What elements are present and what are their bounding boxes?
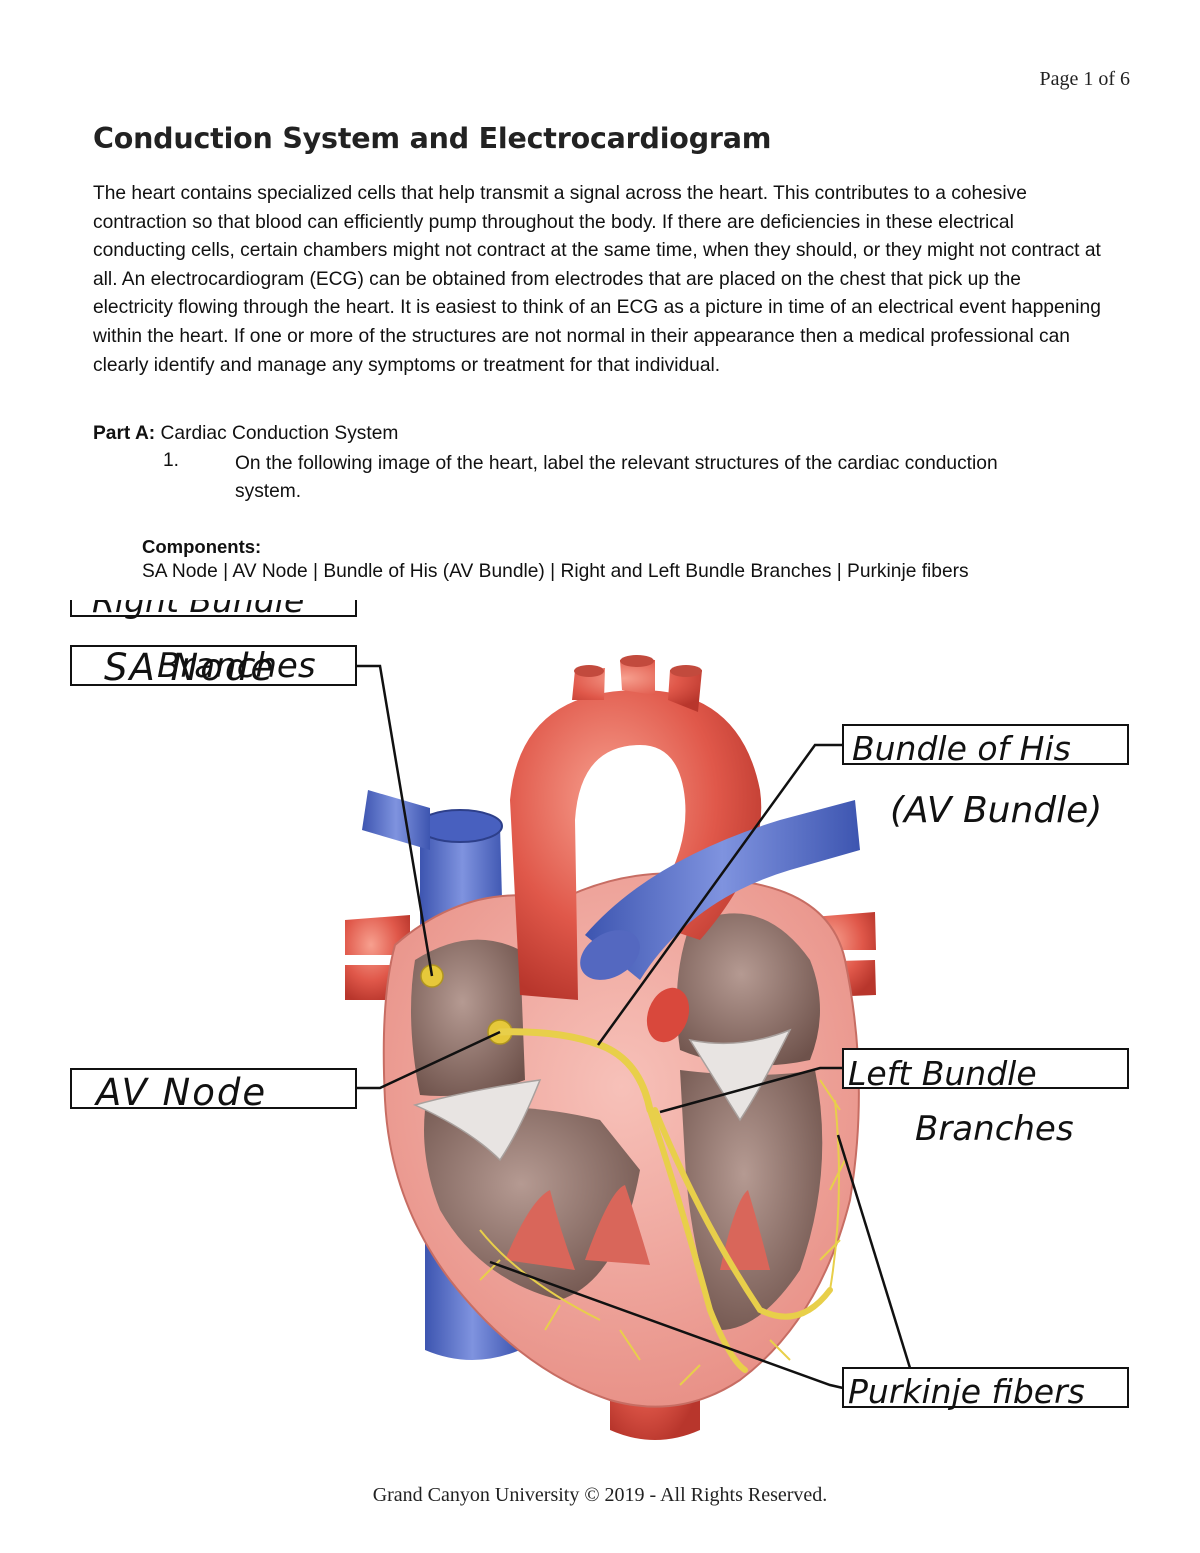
aortic-branch-opening-3 — [670, 665, 702, 677]
part-a-title: Cardiac Conduction System — [161, 423, 399, 444]
intro-paragraph: The heart contains specialized cells tha… — [93, 180, 1103, 380]
question-number: 1. — [163, 450, 179, 472]
bundle-of-his-label-line1: Bundle of His — [852, 729, 1071, 768]
components-heading: Components: — [142, 536, 261, 558]
components-list: SA Node | AV Node | Bundle of His (AV Bu… — [142, 561, 969, 583]
pulmonary-artery-left — [362, 790, 430, 850]
purkinje-label: Purkinje fibers — [848, 1372, 1085, 1411]
purkinje-leader-2 — [838, 1135, 910, 1368]
right-atrium — [411, 940, 525, 1096]
part-a-label: Part A: — [93, 423, 155, 444]
bundle-of-his-label-line2: (AV Bundle) — [890, 790, 1102, 831]
av-node-label: AV Node — [94, 1071, 267, 1114]
page-number: Page 1 of 6 — [1039, 68, 1130, 91]
part-a-heading: Part A: Cardiac Conduction System — [93, 421, 398, 447]
svc-opening — [418, 810, 502, 842]
left-bundle-label-line1: Left Bundle — [848, 1054, 1037, 1093]
aortic-branch-opening-1 — [574, 665, 604, 677]
left-bundle-label-line2: Branches — [915, 1109, 1074, 1149]
aortic-branch-opening-2 — [620, 655, 654, 667]
right-bundle-label-line1: Right Bundle — [92, 600, 304, 620]
page-title: Conduction System and Electrocardiogram — [93, 122, 771, 155]
heart-diagram: SA Node AV Node Bundle of His (AV Bundle… — [0, 600, 1200, 1480]
question-text: On the following image of the heart, lab… — [235, 450, 1035, 506]
footer-copyright: Grand Canyon University © 2019 - All Rig… — [0, 1484, 1200, 1507]
right-bundle-label-line2: Branches — [157, 646, 316, 686]
